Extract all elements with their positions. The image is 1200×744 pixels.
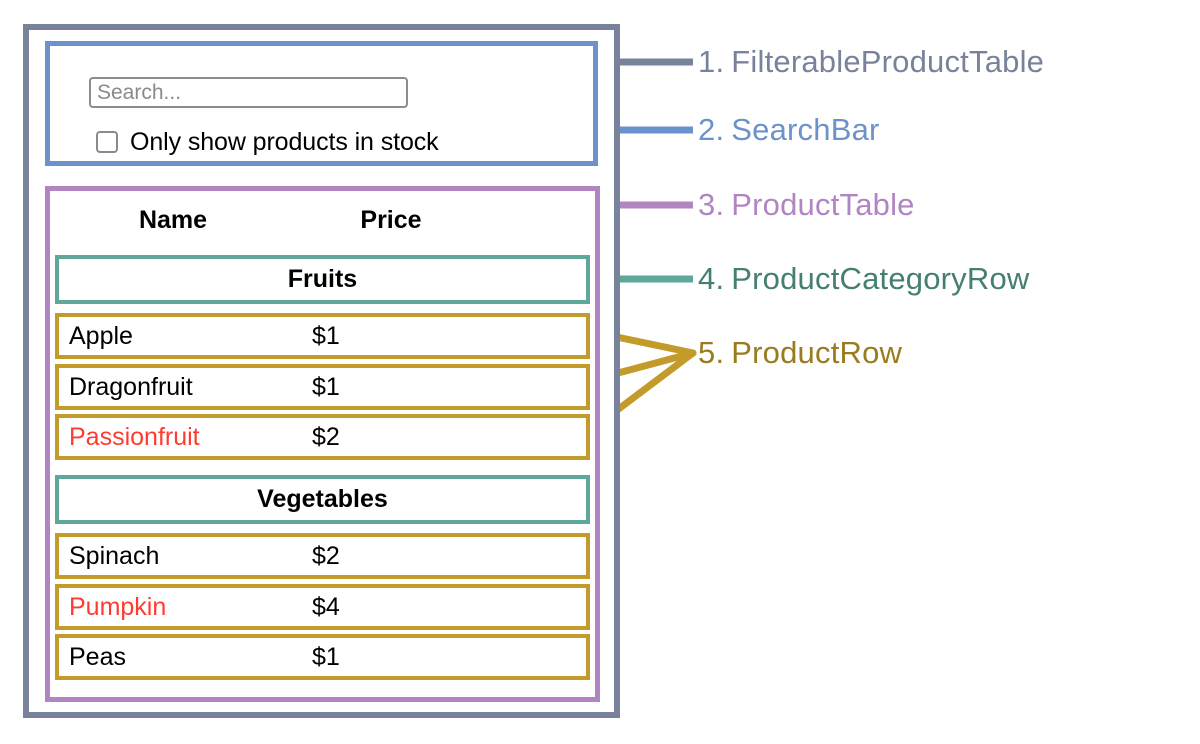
- product-row[interactable]: Peas $1: [55, 634, 590, 680]
- annotation-number: 2.: [698, 112, 725, 147]
- product-row[interactable]: Spinach $2: [55, 533, 590, 579]
- annotation-label: FilterableProductTable: [731, 44, 1045, 79]
- product-row[interactable]: Dragonfruit $1: [55, 364, 590, 410]
- product-name: Apple: [69, 322, 133, 350]
- product-row[interactable]: Pumpkin $4: [55, 584, 590, 630]
- search-input[interactable]: [89, 77, 408, 108]
- annotation-search-bar: 2.SearchBar: [698, 112, 880, 148]
- in-stock-checkbox-label: Only show products in stock: [130, 127, 439, 156]
- annotation-number: 4.: [698, 261, 725, 296]
- column-header-price: Price: [360, 206, 422, 234]
- checkbox-icon[interactable]: [96, 131, 118, 153]
- annotation-number: 5.: [698, 335, 725, 370]
- product-category-row: Fruits: [55, 255, 590, 304]
- product-price: $1: [312, 373, 340, 401]
- product-price: $4: [312, 593, 340, 621]
- annotation-number: 3.: [698, 187, 725, 222]
- product-price: $1: [312, 322, 340, 350]
- product-row[interactable]: Apple $1: [55, 313, 590, 359]
- annotation-label: ProductRow: [731, 335, 903, 370]
- product-price: $1: [312, 643, 340, 671]
- annotation-label: SearchBar: [731, 112, 880, 147]
- product-row[interactable]: Passionfruit $2: [55, 414, 590, 460]
- annotation-product-table: 3.ProductTable: [698, 187, 915, 223]
- annotation-product-row: 5.ProductRow: [698, 335, 902, 371]
- product-price: $2: [312, 423, 340, 451]
- annotation-product-category-row: 4.ProductCategoryRow: [698, 261, 1030, 297]
- annotation-label: ProductTable: [731, 187, 915, 222]
- product-name: Pumpkin: [69, 593, 167, 621]
- in-stock-checkbox-row[interactable]: Only show products in stock: [96, 126, 439, 158]
- column-header-name: Name: [138, 206, 208, 234]
- annotation-filterable-product-table: 1.FilterableProductTable: [698, 44, 1044, 80]
- product-price: $2: [312, 542, 340, 570]
- product-table-header: Name Price: [55, 198, 590, 242]
- product-category-row: Vegetables: [55, 475, 590, 524]
- annotation-number: 1.: [698, 44, 725, 79]
- product-name: Passionfruit: [69, 423, 200, 451]
- product-name: Dragonfruit: [69, 373, 193, 401]
- annotation-label: ProductCategoryRow: [731, 261, 1030, 296]
- product-name: Peas: [69, 643, 126, 671]
- product-name: Spinach: [69, 542, 160, 570]
